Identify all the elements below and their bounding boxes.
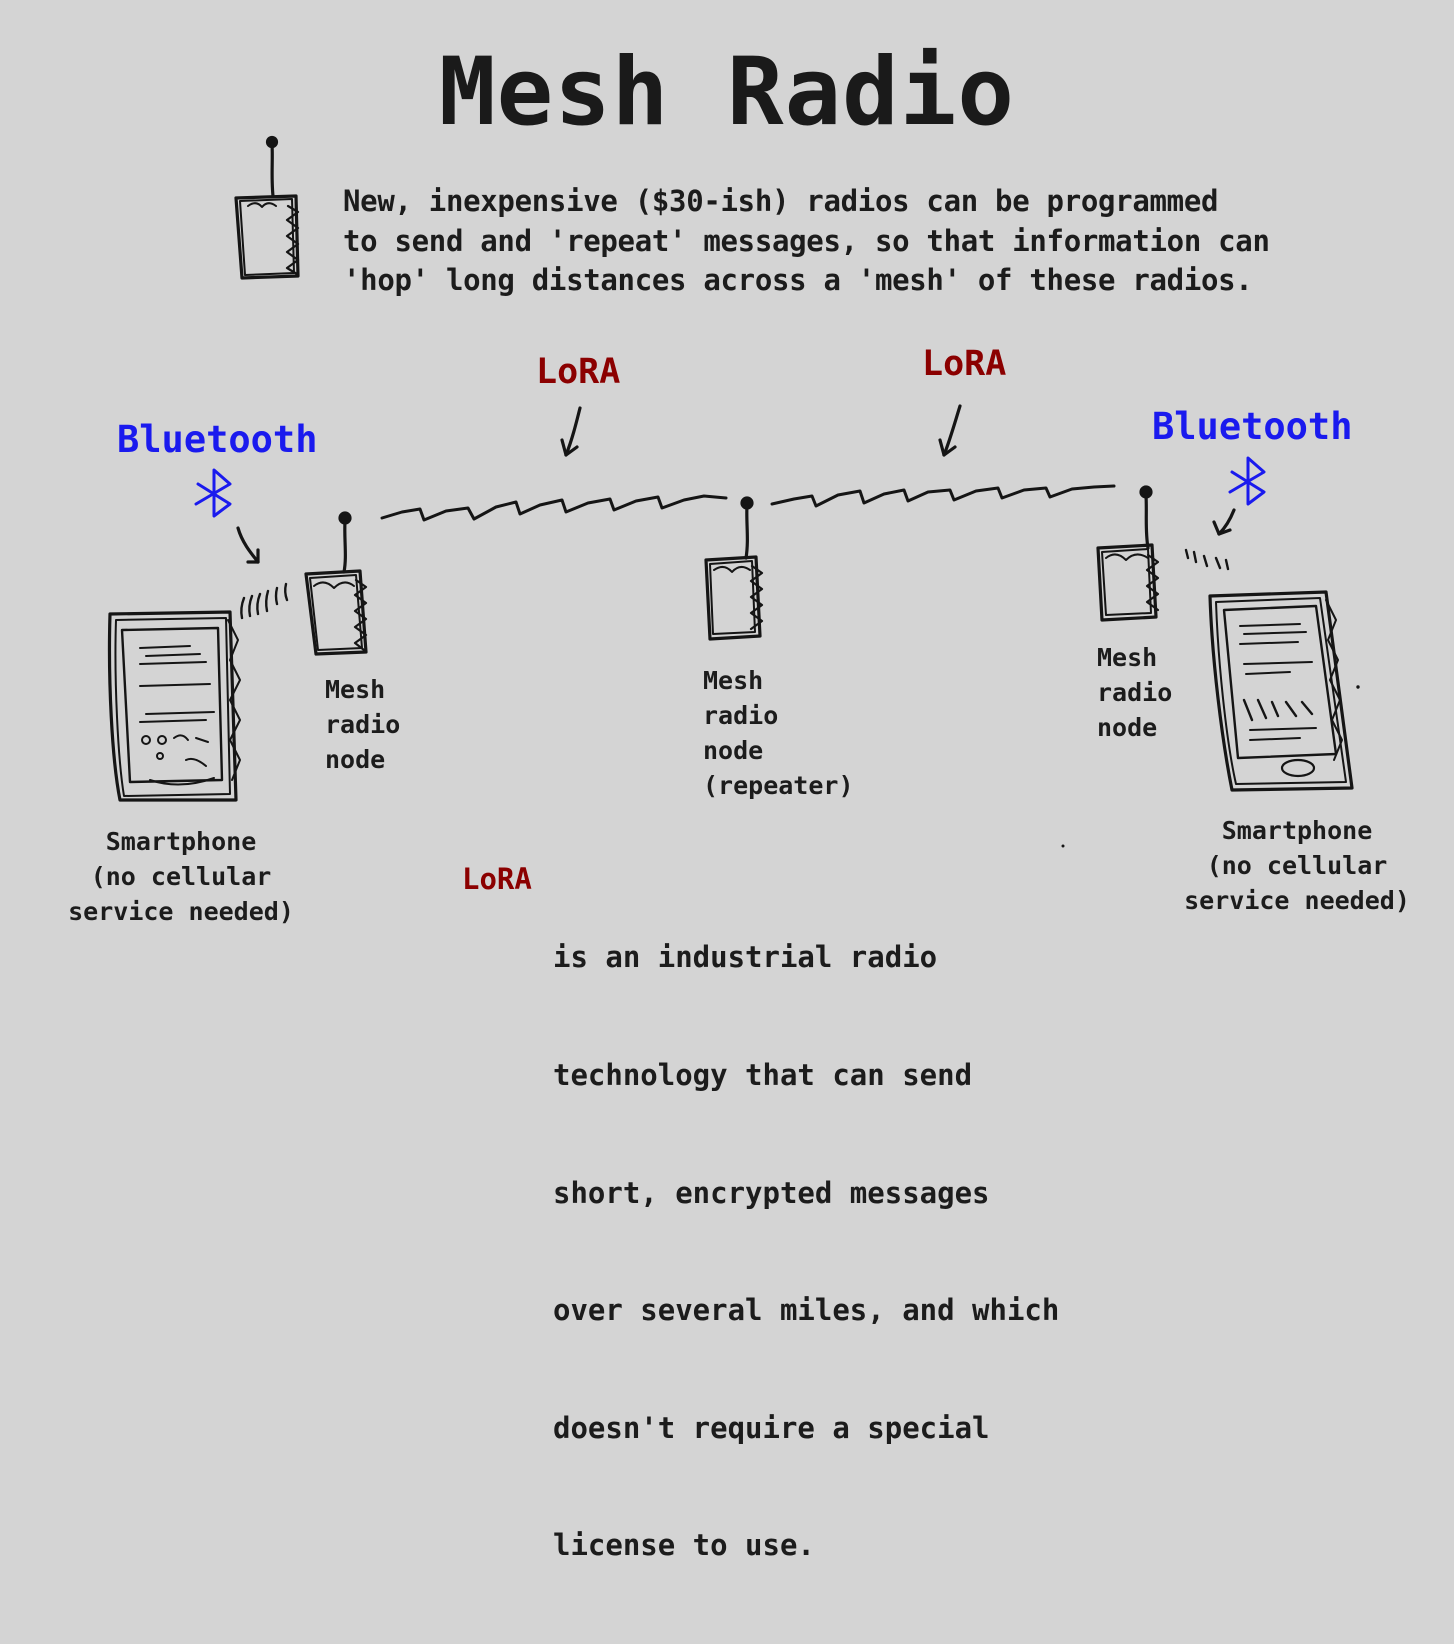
smartphone-label-line: (no cellular: [90, 862, 272, 891]
smartphone-label-line: service needed): [1184, 886, 1410, 915]
smartphone-label: Smartphone (no cellular service needed): [40, 824, 322, 929]
page-title: Mesh Radio: [439, 38, 1015, 147]
node-label-line: node: [1097, 713, 1158, 742]
lora-description-line: license to use.: [553, 1528, 815, 1563]
node-label: Mesh radio node: [325, 672, 400, 777]
lora-keyword: LoRA: [462, 862, 532, 896]
radio-icon: [704, 496, 764, 641]
node-label-line: (repeater): [703, 771, 854, 800]
bluetooth-label: Bluetooth: [1152, 405, 1353, 448]
node-label-line: Mesh: [1097, 643, 1158, 672]
arrow-icon: [236, 526, 260, 564]
smartphone-label-line: (no cellular: [1206, 851, 1388, 880]
node-label-line: Mesh: [325, 675, 386, 704]
lora-description-body: is an industrial radio technology that c…: [553, 860, 1113, 1644]
smartphone-icon: [1208, 590, 1354, 792]
lora-description-line: short, encrypted messages: [553, 1175, 990, 1210]
lora-description-line: over several miles, and which: [553, 1293, 1060, 1328]
node-label-line: radio: [703, 701, 779, 730]
bluetooth-icon: [194, 468, 232, 518]
node-label-line: radio: [325, 710, 401, 739]
node-label-line: radio: [1097, 678, 1173, 707]
lora-label: LoRA: [922, 344, 1007, 384]
bluetooth-label: Bluetooth: [117, 418, 318, 461]
arrow-icon: [1212, 508, 1236, 536]
node-label-line: node: [703, 736, 764, 765]
lora-description: LoRA is an industrial radio technology t…: [462, 860, 1059, 1562]
radio-icon: [304, 511, 368, 656]
signal-waves-icon: [1184, 548, 1230, 571]
smartphone-label-line: Smartphone: [1221, 816, 1373, 845]
signal-waves-icon: [240, 582, 289, 620]
intro-text: New, inexpensive ($30-ish) radios can be…: [343, 182, 1343, 301]
node-label: Mesh radio node: [1097, 640, 1172, 745]
diagram-drawing: [107, 135, 1360, 848]
radio-icon: [1096, 485, 1160, 622]
smartphone-icon: [107, 610, 241, 802]
lora-label: LoRA: [536, 352, 621, 392]
intro-line: 'hop' long distances across a 'mesh' of …: [343, 263, 1253, 297]
radio-icon: [234, 135, 300, 280]
node-label-line: Mesh: [703, 666, 764, 695]
smartphone-label-line: Smartphone: [105, 827, 257, 856]
repeater-label: Mesh radio node (repeater): [703, 663, 854, 803]
arrow-icon: [560, 406, 582, 457]
lora-description-line: technology that can send: [553, 1058, 973, 1093]
smartphone-label: Smartphone (no cellular service needed): [1156, 813, 1438, 918]
intro-line: New, inexpensive ($30-ish) radios can be…: [343, 184, 1219, 218]
intro-line: to send and 'repeat' messages, so that i…: [343, 223, 1270, 258]
zigzag-link: [380, 494, 728, 522]
bluetooth-icon: [1228, 456, 1266, 506]
lora-description-line: is an industrial radio: [553, 940, 938, 975]
arrow-icon: [938, 404, 962, 457]
node-label-line: node: [325, 745, 386, 774]
smartphone-label-line: service needed): [68, 897, 294, 926]
zigzag-link: [770, 484, 1116, 508]
lora-description-line: doesn't require a special: [553, 1410, 990, 1445]
